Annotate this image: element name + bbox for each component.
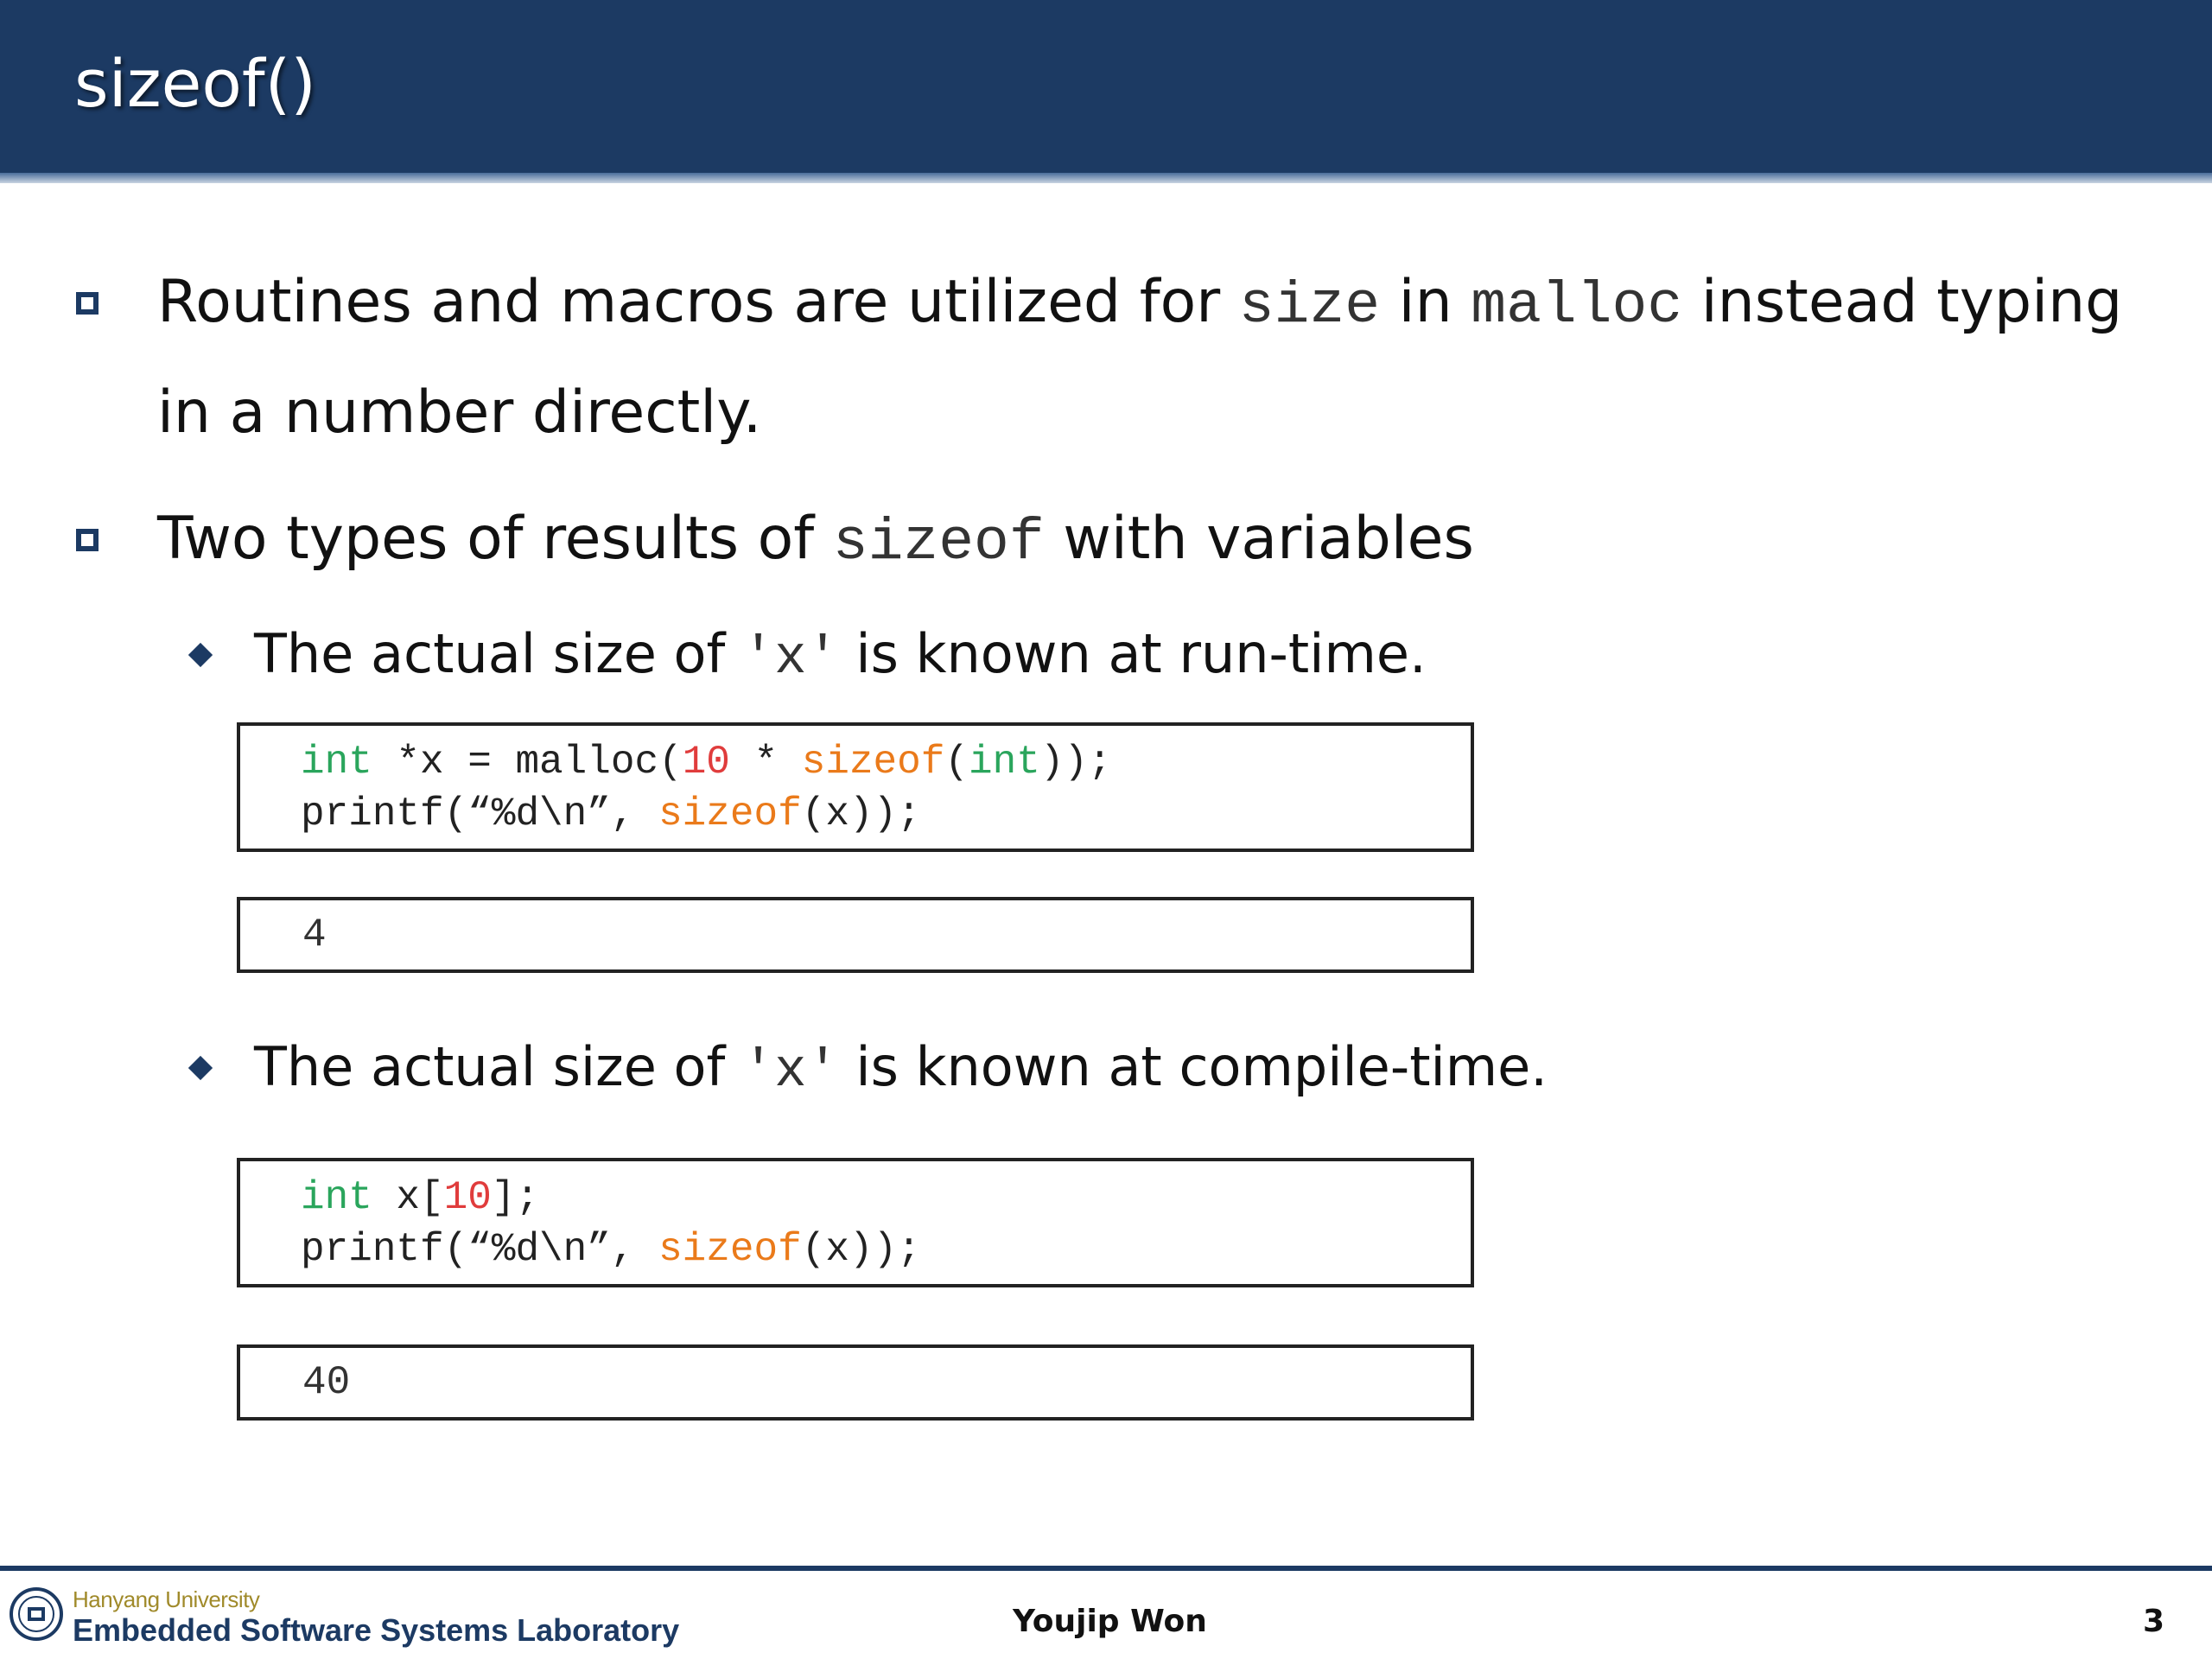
- inline-code: size: [1238, 273, 1381, 340]
- bullet-text-segment: with variables: [1044, 505, 1474, 573]
- hollow-square-bullet-icon: [76, 292, 99, 315]
- example-caption-compiletime: The actual size of 'x' is known at compi…: [254, 1035, 1548, 1102]
- code-token: int: [968, 740, 1040, 785]
- lab-name: Embedded Software Systems Laboratory: [73, 1612, 680, 1648]
- code-token: (x));: [801, 1227, 921, 1272]
- code-line: printf(“%d\n”, sizeof(x));: [301, 1224, 1471, 1275]
- code-token: ];: [491, 1175, 540, 1220]
- author-name: Youjip Won: [1013, 1604, 1207, 1639]
- bullet-text-segment: instead typing: [1682, 268, 2123, 336]
- code-line: int *x = malloc(10 * sizeof(int));: [301, 736, 1471, 788]
- code-token: sizeof: [658, 1227, 802, 1272]
- code-token: (x));: [801, 791, 921, 836]
- footer-divider: [0, 1566, 2212, 1571]
- code-line: int x[10];: [301, 1172, 1471, 1224]
- slide-header: [0, 0, 2212, 173]
- diamond-bullet-icon: [188, 1055, 213, 1081]
- example-caption-runtime: The actual size of 'x' is known at run-t…: [254, 622, 1427, 689]
- code-token: x[: [372, 1175, 444, 1220]
- code-token: ));: [1039, 740, 1112, 785]
- output-box-runtime: 4: [237, 897, 1474, 973]
- university-name: Hanyang University: [73, 1586, 260, 1612]
- inline-code: malloc: [1471, 273, 1683, 340]
- code-token: sizeof: [801, 740, 945, 785]
- code-token: (: [944, 740, 969, 785]
- code-block-compiletime: int x[10];printf(“%d\n”, sizeof(x));: [237, 1158, 1474, 1287]
- page-number: 3: [2143, 1604, 2165, 1639]
- bullet-text-segment: Two types of results of: [157, 505, 833, 573]
- code-token: 10: [443, 1175, 492, 1220]
- code-token: printf(“%d\n”,: [301, 791, 659, 836]
- inline-code: sizeof: [832, 510, 1045, 576]
- code-block-runtime: int *x = malloc(10 * sizeof(int));printf…: [237, 722, 1474, 852]
- code-token: 10: [682, 740, 730, 785]
- code-line: printf(“%d\n”, sizeof(x));: [301, 788, 1471, 840]
- bullet-text-1-continuation: in a number directly.: [157, 378, 762, 447]
- output-box-compiletime: 40: [237, 1344, 1474, 1421]
- code-token: sizeof: [658, 791, 802, 836]
- hollow-square-bullet-icon: [76, 529, 99, 551]
- hanyang-university-seal-icon: [10, 1587, 63, 1641]
- code-token: int: [301, 740, 372, 785]
- bullet-text-2: Two types of results of sizeof with vari…: [157, 484, 1474, 599]
- bullet-text-segment: in: [1380, 268, 1471, 336]
- code-token: int: [301, 1175, 372, 1220]
- code-token: *x = malloc(: [372, 740, 683, 785]
- slide-title: sizeof(): [74, 45, 316, 122]
- diamond-bullet-icon: [188, 642, 213, 668]
- code-token: *: [729, 740, 802, 785]
- header-stripe: [0, 173, 2212, 183]
- code-token: printf(“%d\n”,: [301, 1227, 659, 1272]
- bullet-text-segment: Routines and macros are utilized for: [157, 268, 1239, 336]
- bullet-text-1: Routines and macros are utilized for siz…: [157, 247, 2122, 362]
